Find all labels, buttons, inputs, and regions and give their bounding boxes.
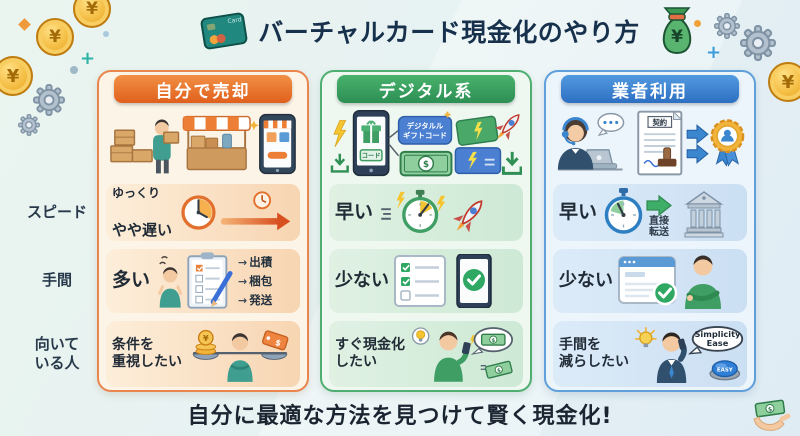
bill-dollar-symbol: $ — [497, 368, 502, 375]
speed-cell-digital: 早い — [329, 184, 523, 241]
easy-button-person-icon: Simplicity Ease EASY — [634, 325, 744, 383]
column-header-self-sale: 自分で売却 — [114, 75, 292, 103]
column-agency: 業者利用 契約 — [544, 70, 756, 392]
column-digital: デジタル系 コード デジタルル ギフトコード — [320, 70, 532, 392]
stopwatch-bank-icon: 直接 転送 — [604, 187, 724, 238]
step-item: →梱包 — [238, 273, 272, 289]
page-header: Card バーチャルカード現金化のやり方 ¥ — [52, 6, 800, 56]
person-phone-cash-icon: $ $ — [411, 327, 513, 382]
suited-cell-self-sale: 条件を 重視したい ¥ $ — [106, 321, 300, 387]
speech-line2: Ease — [707, 338, 729, 348]
gift-bubble-line2: ギフトコード — [403, 131, 447, 140]
column-self-sale: 自分で売却 — [97, 70, 309, 392]
yen-coin-icon: ¥ — [768, 62, 800, 102]
speed-note-line2: 転送 — [649, 225, 670, 238]
card-label: Card — [227, 16, 242, 25]
arrow-icon: → — [238, 274, 248, 288]
suited-cell-digital: すぐ現金化 したい $ $ — [329, 321, 523, 387]
checklist-person-icon — [158, 252, 233, 309]
step-item: →発送 — [238, 292, 272, 308]
dot-accent — [694, 20, 701, 27]
coin-symbol: ¥ — [86, 0, 98, 19]
clock-arrow-icon — [181, 191, 291, 231]
speed-text: 早い — [559, 200, 598, 223]
market-stall-illustration — [107, 108, 299, 180]
coin-symbol: ¥ — [781, 71, 795, 93]
effort-text: 多い — [112, 269, 151, 292]
yen-coin-icon: ¥ — [0, 56, 33, 96]
money-bag-icon: ¥ — [662, 7, 691, 55]
column-header-agency: 業者利用 — [561, 75, 739, 103]
plus-icon: + — [80, 48, 96, 69]
support-contract-illustration: 契約 — [554, 108, 746, 180]
suited-cell-agency: 手間を 減らしたい Simplicity Ease — [553, 321, 747, 387]
footer-message: 自分に最適な方法を見つけて賢く現金化! — [187, 404, 613, 429]
code-button: コード — [362, 152, 381, 160]
browser-check-person-icon — [618, 255, 721, 309]
coin-yen-symbol: ¥ — [203, 333, 209, 343]
bubble-dollar-symbol: $ — [491, 338, 495, 344]
step-label: 出積 — [249, 255, 273, 269]
gear-icon — [33, 84, 65, 116]
arrow-icon: → — [238, 255, 248, 269]
scale-person-icon: ¥ $ — [192, 329, 289, 382]
speech-line1: Simplicity — [694, 329, 741, 339]
speed-note-line1: 直接 — [649, 214, 669, 227]
page-title: バーチャルカード現金化のやり方 — [258, 18, 640, 47]
speed-line1: ゆっくり — [112, 185, 161, 200]
effort-text: 少ない — [559, 269, 613, 291]
gift-bubble-line1: デジタルル — [407, 121, 444, 130]
suited-text: 手間を 減らしたい — [559, 336, 629, 371]
coin-symbol: ¥ — [49, 27, 61, 47]
checklist-phone-icon — [394, 254, 492, 308]
suited-text: 条件を 重視したい — [112, 336, 182, 371]
dot-accent — [70, 66, 78, 74]
step-label: 梱包 — [249, 274, 273, 288]
bill-dollar-symbol: $ — [423, 160, 429, 170]
yen-coin-icon: ¥ — [36, 18, 74, 56]
row-label-suited: 向いて いる人 — [34, 334, 80, 373]
dot-accent — [103, 31, 109, 37]
arrow-icon: → — [238, 293, 248, 307]
effort-text: 少ない — [335, 269, 389, 291]
column-header-digital: デジタル系 — [337, 75, 515, 103]
speed-cell-self-sale: ゆっくり やや遅い — [106, 184, 300, 241]
effort-cell-agency: 少ない — [553, 249, 747, 313]
bag-yen-symbol: ¥ — [671, 27, 683, 47]
yen-coin-icon: ¥ — [73, 0, 111, 28]
easy-button: EASY — [717, 367, 734, 373]
row-label-effort: 手間 — [41, 271, 72, 290]
effort-cell-digital: 少ない — [329, 249, 523, 313]
stopwatch-rocket-icon — [381, 189, 483, 233]
hand-dollar-symbol: $ — [768, 406, 773, 414]
effort-steps: →出積 →梱包 →発送 — [238, 254, 272, 308]
diamond-accent — [18, 18, 31, 31]
effort-cell-self-sale: 多い →出積 →梱包 →発送 — [106, 249, 300, 313]
suited-text: すぐ現金化 したい — [335, 336, 405, 371]
speed-text: ゆっくり やや遅い — [112, 166, 172, 260]
coin-symbol: ¥ — [6, 65, 20, 87]
plus-icon: + — [706, 42, 722, 63]
credit-card-icon: Card — [200, 12, 248, 50]
gear-icon — [18, 114, 40, 136]
tag-dollar-symbol: $ — [274, 337, 283, 348]
step-item: →出積 — [238, 254, 272, 270]
speed-cell-agency: 早い 直接 転送 — [553, 184, 747, 241]
digital-gift-illustration: コード デジタルル ギフトコード $ — [330, 108, 523, 180]
contract-label: 契約 — [651, 118, 667, 127]
money-hand-icon: $ — [753, 399, 791, 431]
speed-text: 早い — [335, 200, 374, 223]
speed-line2: やや遅い — [112, 220, 173, 239]
row-label-speed: スピード — [26, 202, 87, 221]
step-label: 発送 — [249, 293, 273, 307]
